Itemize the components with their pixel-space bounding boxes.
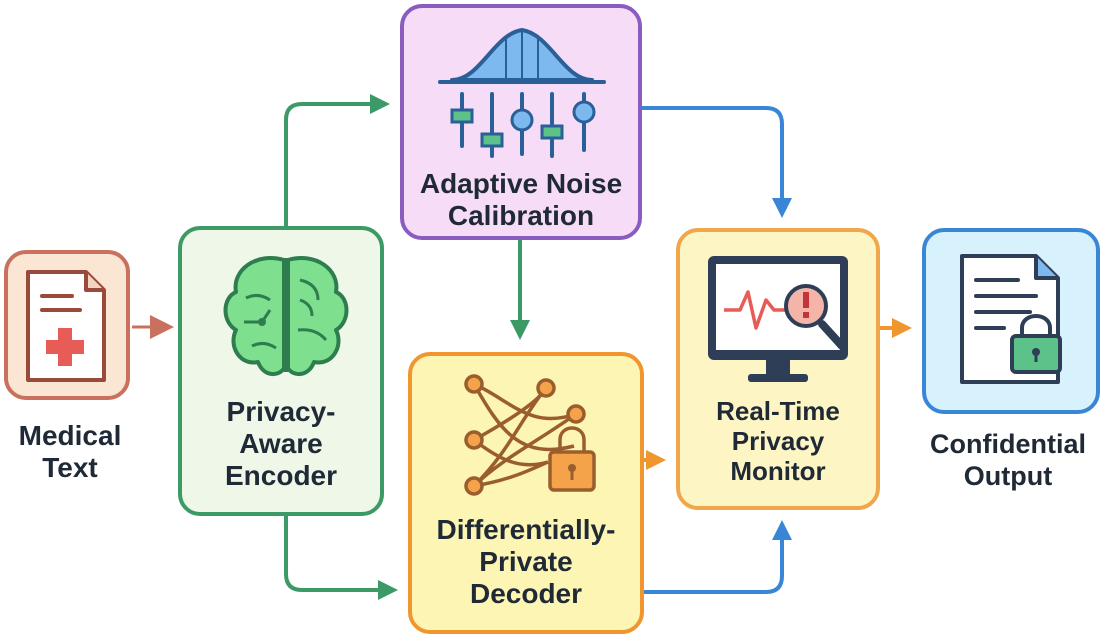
monitor-line1: Real-Time: [716, 396, 840, 426]
monitor-alert-icon: [708, 256, 848, 382]
noise-calibration-label: Adaptive Noise Calibration: [404, 168, 638, 232]
output-line1: Confidential: [930, 429, 1086, 459]
encoder-line1: Privacy-: [226, 396, 336, 427]
medical-text-line2: Text: [42, 452, 98, 483]
decoder-box: [408, 352, 644, 634]
brain-icon: [223, 256, 349, 376]
noise-line2: Calibration: [447, 200, 595, 231]
arrow-decoder-bottom-to-monitor: [644, 520, 792, 594]
medical-text-line1: Medical: [18, 420, 122, 451]
output-line2: Output: [963, 461, 1053, 491]
encoder-label: Privacy- Aware Encoder: [182, 396, 380, 492]
decoder-line2: Private: [479, 546, 573, 577]
decoder-line1: Differentially-: [436, 514, 616, 545]
network-lock-icon: [464, 374, 596, 496]
decoder-line3: Decoder: [469, 578, 583, 609]
monitor-line2: Privacy: [731, 426, 825, 456]
arrow-encoder-to-noise: [284, 94, 390, 226]
locked-document-icon: [960, 254, 1062, 384]
medical-text-label: Medical Text: [0, 420, 140, 484]
monitor-line3: Monitor: [730, 456, 826, 486]
decoder-label: Differentially- Private Decoder: [412, 514, 640, 610]
confidential-output-label: Confidential Output: [912, 428, 1104, 492]
arrow-noise-to-monitor: [642, 106, 792, 218]
encoder-line2: Aware: [239, 428, 323, 459]
gaussian-sliders-icon: [438, 28, 606, 158]
medical-document-icon: [26, 270, 106, 382]
encoder-line3: Encoder: [224, 460, 338, 491]
noise-line1: Adaptive Noise: [419, 168, 623, 199]
monitor-label: Real-Time Privacy Monitor: [680, 396, 876, 486]
arrow-encoder-to-decoder: [284, 516, 398, 600]
